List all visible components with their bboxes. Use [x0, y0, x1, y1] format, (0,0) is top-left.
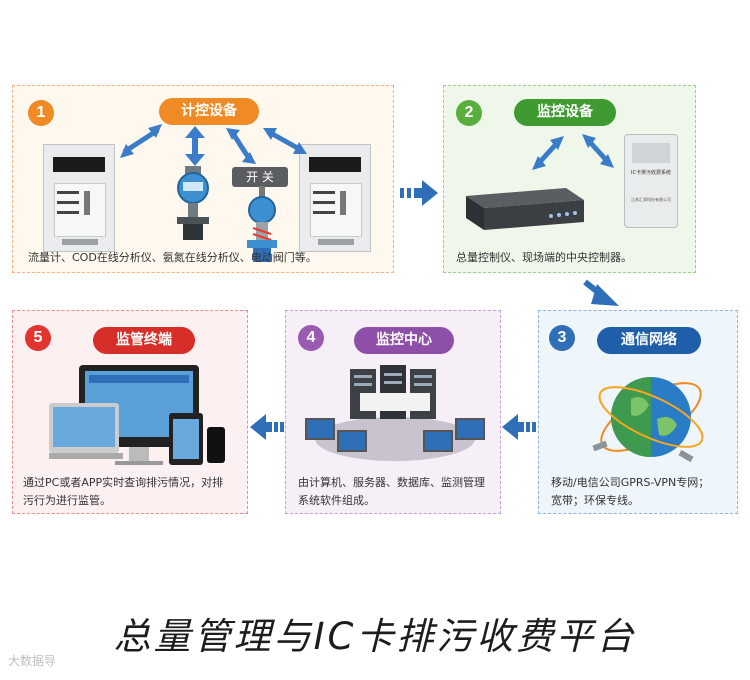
step-4-label: 监控中心 [354, 327, 454, 354]
globe-satellite-icon [592, 377, 704, 463]
step-4-number: 4 [298, 325, 324, 351]
flowmeter-sensor-icon [177, 166, 209, 240]
step-3-label: 通信网络 [597, 327, 701, 354]
link-arrow-icon [120, 124, 162, 158]
link-arrow-icon [185, 126, 205, 166]
step-3-panel: 3 通信网络 移动/电信公司GPRS-VPN专网； 宽带；环保专线。 [538, 310, 738, 514]
step-2-panel: 2 监控设备 IC卡排污收费系统 江苏汇邦科技有限公司 总量控制仪、现场端的中央… [443, 85, 696, 273]
link-arrow-icon [263, 128, 307, 154]
step-1-panel: 1 计控设备 开 关 [12, 85, 394, 273]
step-1-description: 流量计、COD在线分析仪、氨氮在线分析仪、电动阀门等。 [28, 251, 317, 264]
step-4-description-line-2: 系统软件组成。 [298, 494, 375, 507]
link-arrow-icon [582, 134, 614, 168]
step-5-description-line-2: 污行为进行监管。 [23, 494, 111, 507]
step-3-description-line-2: 宽带；环保专线。 [551, 494, 639, 507]
server-network-icon [305, 365, 485, 461]
total-controller-icon [466, 188, 584, 230]
page-title: 总量管理与IC卡排污收费平台 [113, 615, 637, 658]
step-5-description-line-1: 通过PC或者APP实时查询排污情况，对排 [23, 476, 224, 489]
step-2-number: 2 [456, 100, 482, 126]
step-4-panel: 4 监控中心 由计算机、服务器、数据库、监测管理 系统软件组成。 [285, 310, 501, 514]
step-5-number: 5 [25, 325, 51, 351]
watermark: 大数据导 [8, 654, 57, 668]
analyzer-cabinet-icon [299, 144, 371, 252]
step-3-description-line-1: 移动/电信公司GPRS-VPN专网； [551, 476, 710, 489]
step-5-panel: 5 监管终端 通过PC或者APP实时查询排污情况，对排 污行为进行监管。 [12, 310, 248, 514]
step-1-number: 1 [28, 100, 54, 126]
step-3-number: 3 [549, 325, 575, 351]
step-1-label: 计控设备 [159, 98, 259, 125]
step-2-label: 监控设备 [514, 99, 616, 126]
ic-card-terminal-icon: IC卡排污收费系统 江苏汇邦科技有限公司 [624, 134, 678, 228]
pc-tablet-phone-icon [49, 365, 225, 465]
flow-arrow-down-right-icon [583, 279, 619, 306]
step-4-description-line-1: 由计算机、服务器、数据库、监测管理 [298, 476, 485, 489]
step-2-description: 总量控制仪、现场端的中央控制器。 [456, 251, 632, 264]
flow-arrow-right-icon [400, 180, 438, 206]
flow-arrow-left-icon [502, 414, 536, 440]
flow-meter-cabinet-icon [43, 144, 115, 252]
link-arrow-icon [226, 128, 256, 164]
step-5-label: 监管终端 [93, 327, 195, 354]
electric-valve-icon [247, 186, 277, 262]
link-arrow-icon [532, 136, 564, 170]
valve-switch-sign: 开 关 [232, 167, 288, 187]
flow-arrow-left-icon [250, 414, 284, 440]
